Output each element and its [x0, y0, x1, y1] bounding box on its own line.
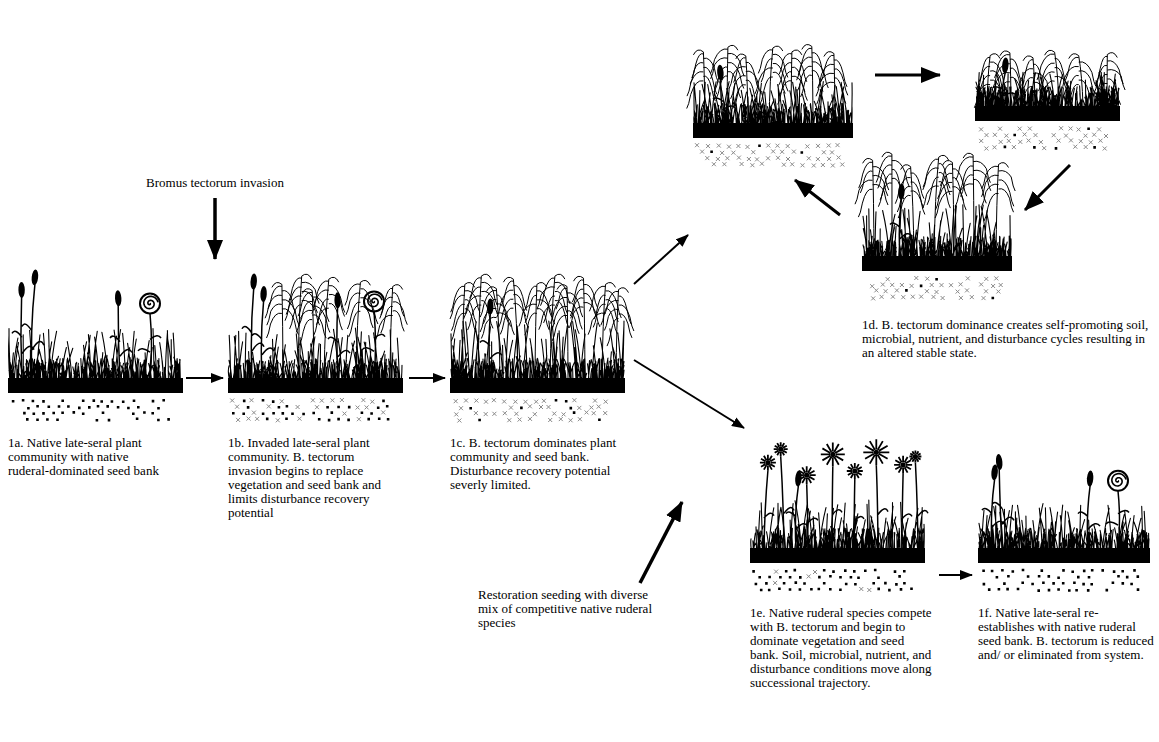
plant-community-illustration [228, 262, 403, 422]
annotation-text: Bromus tectorum invasion [140, 176, 290, 190]
native-forb-stems [890, 199, 912, 256]
annotation-text: Restoration seeding with diverse mix of … [478, 588, 653, 630]
panel-caption: 1d. B. tectorum dominance creates self-p… [862, 318, 1154, 360]
succession-panel: 1b. Invaded late-seral plant community. … [228, 262, 406, 520]
succession-panel: 1e. Native ruderal species compete with … [750, 432, 935, 690]
plant-community-illustration [450, 262, 625, 422]
daisy-center [913, 454, 918, 459]
bromus-tectorum-plants [855, 152, 1015, 256]
native-forb-stems [12, 284, 161, 378]
transition-arrow [186, 377, 223, 379]
succession-panel: 1d. B. tectorum dominance creates self-p… [690, 30, 1156, 360]
native-forb-stems [242, 289, 385, 378]
illustration-group [690, 30, 1156, 318]
spiral-flower [368, 294, 382, 306]
panel-caption: 1e. Native ruderal species compete with … [750, 606, 935, 690]
panel-caption: 1b. Invaded late-seral plant community. … [228, 436, 398, 520]
plant-community-illustration [8, 262, 183, 422]
native-seed-head [487, 298, 494, 314]
invasion-arrow [213, 198, 217, 259]
plant-community-illustration [975, 38, 1120, 150]
succession-panel: 1a. Native late-seral plant community wi… [8, 262, 183, 478]
transition-arrow [939, 574, 972, 576]
native-forb-stems [982, 469, 1129, 548]
bromus-tectorum-plants [450, 274, 634, 378]
cycle-arrow [1025, 165, 1070, 210]
cycle-arrow [875, 74, 940, 77]
native-seed-bank [1004, 127, 1096, 149]
native-seed-head [1001, 57, 1009, 73]
native-forb-stems [480, 314, 502, 379]
spiral-flower [140, 294, 160, 314]
bromus-tectorum-plants [265, 274, 407, 378]
native-seed-head [1086, 470, 1094, 486]
illustration-frame [862, 140, 1012, 300]
succession-panel: 1c. B. tectorum dominates plant communit… [450, 262, 628, 492]
spiral-flower [364, 291, 384, 311]
plant-community-illustration [693, 32, 853, 167]
bromus-seed-bank [979, 126, 1108, 150]
native-seed-bank [982, 569, 1139, 592]
bromus-seed-bank [870, 276, 1003, 300]
native-seed-bank [905, 278, 994, 299]
panel-caption: 1a. Native late-seral plant community wi… [8, 436, 160, 478]
succession-panel: 1f. Native late-seral re-establishes wit… [978, 432, 1154, 662]
bromus-tectorum-plants [687, 44, 848, 123]
grass-blades [451, 321, 624, 380]
daisy-center [778, 447, 783, 452]
plant-community-illustration [750, 432, 925, 592]
native-seed-head [716, 64, 724, 81]
daisy-center [804, 473, 809, 478]
bromus-tectorum-plants [974, 50, 1125, 111]
plant-community-illustration [978, 432, 1150, 592]
illustration-frame [975, 38, 1120, 150]
native-seed-head [898, 184, 905, 200]
bromus-seed-bank [695, 143, 844, 167]
native-seed-bank [752, 569, 913, 592]
panel-caption: 1f. Native late-seral re-establishes wit… [978, 606, 1154, 662]
bromus-seed-bank [773, 570, 871, 592]
spiral-flower [144, 296, 158, 308]
daisy-center [765, 460, 770, 465]
native-forb-stems [993, 72, 1015, 106]
daisy-center [874, 450, 879, 455]
plant-community-illustration [862, 140, 1012, 300]
daisy-petals [760, 439, 922, 484]
grass-blades [976, 72, 1119, 108]
native-forb-stems [713, 80, 735, 123]
native-seed-head [995, 454, 1003, 471]
panel-caption: 1c. B. tectorum dominates plant communit… [450, 436, 620, 492]
native-seed-bank [710, 145, 803, 154]
daisy-center [901, 462, 906, 467]
transition-arrow [634, 360, 744, 428]
connector-group [186, 235, 972, 575]
native-seed-head [334, 292, 341, 308]
grass-blades [694, 82, 852, 125]
restoration-arrow [640, 502, 682, 583]
native-seed-bank [12, 399, 170, 422]
grass-blades [751, 500, 925, 550]
native-seed-head [250, 273, 257, 289]
native-seed-head [115, 290, 122, 306]
bromus-seed-bank [230, 398, 385, 422]
cycle-arrow [795, 180, 840, 215]
spiral-flower [1112, 474, 1126, 486]
native-seed-head [18, 282, 25, 298]
native-seed-head [31, 269, 39, 286]
native-seed-bank [232, 399, 389, 421]
native-seed-head [260, 286, 267, 302]
bromus-seed-bank [454, 398, 608, 422]
daisy-center [852, 468, 857, 473]
illustration-frame [693, 32, 853, 167]
daisy-center [830, 452, 835, 457]
transition-arrow [634, 235, 688, 284]
transition-arrow [409, 377, 445, 379]
spiral-flower [1108, 471, 1128, 491]
